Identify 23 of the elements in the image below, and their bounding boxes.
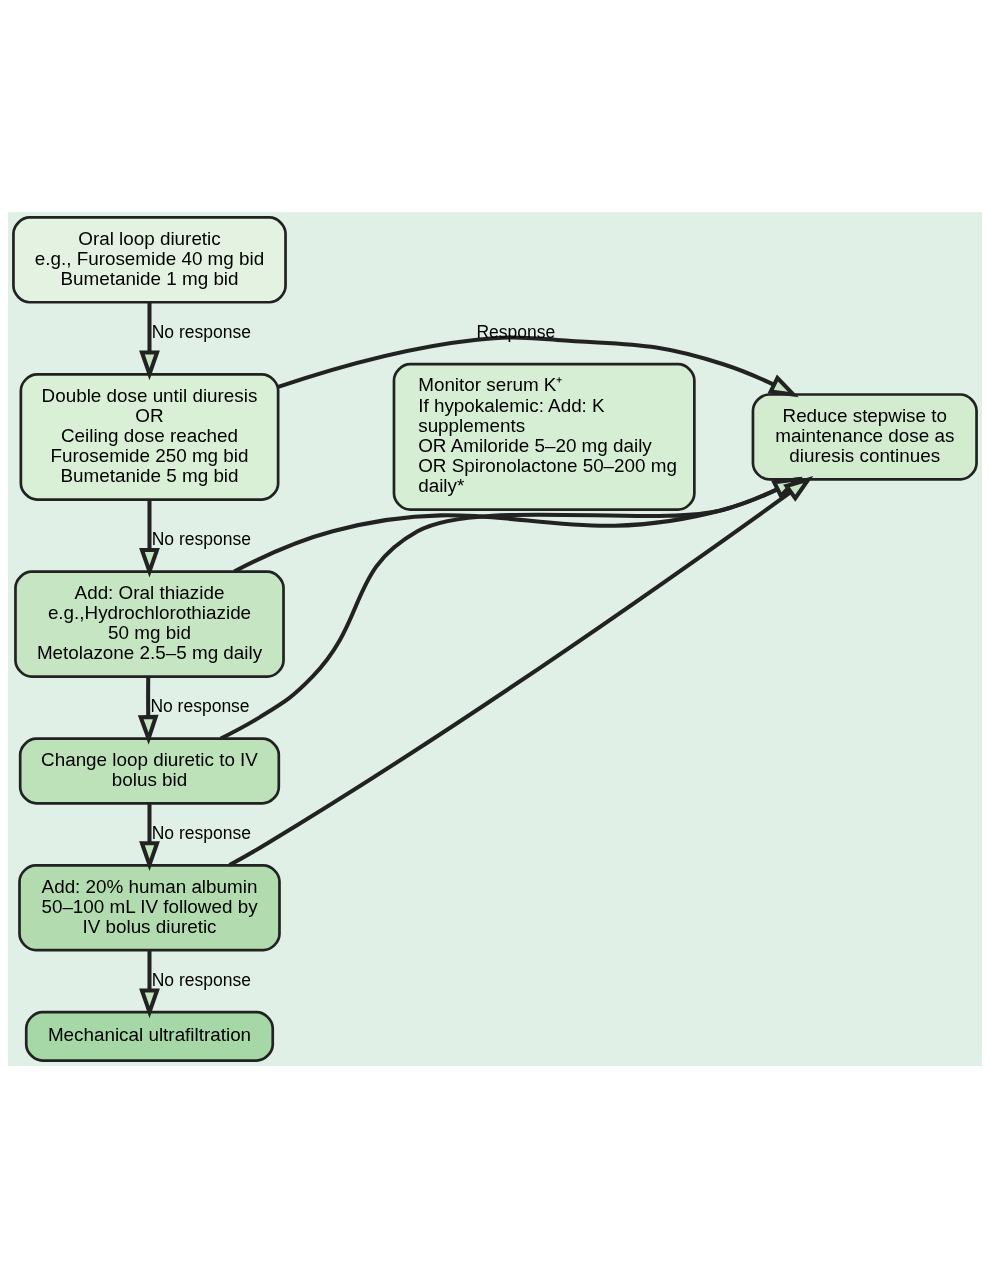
arrow (233, 476, 803, 573)
node-box: Monitor serum K⁺ If hypokalemic: Add: K supplements OR Amiloride 5–20 mg daily OR Spironolactone 50–200 mg daily* (392, 362, 696, 511)
arrow (219, 476, 803, 740)
arrow (277, 334, 799, 397)
node-box: Add: Oral thiazide e.g.,Hydrochlorothiazide 50 mg bid Metolazone 2.5–5 mg daily (14, 569, 285, 678)
arrow (139, 949, 160, 1018)
node-box: Oral loop diuretic e.g., Furosemide 40 mg bid Bumetanide 1 mg bid (12, 215, 287, 304)
edge-label: No response (151, 528, 251, 549)
node-box: Reduce stepwise to maintenance dose as diuresis continues (751, 392, 978, 481)
arrow (139, 499, 160, 578)
edge-label: No response (151, 321, 251, 342)
node-box: Mechanical ultrafiltration (24, 1010, 275, 1062)
arrow (137, 676, 159, 745)
arrow (139, 302, 160, 380)
node-box: Double dose until diuresis OR Ceiling dose reached Furosemide 250 mg bid Bumetanide 5 mg bid (19, 372, 280, 501)
edge-label: No response (151, 969, 251, 990)
arrow (228, 475, 814, 867)
edge-label: No response (151, 822, 251, 843)
edge-label: Response (476, 321, 556, 342)
arrow (139, 802, 160, 871)
edge-label: No response (150, 695, 250, 716)
node-box: Add: 20% human albumin 50–100 mL IV followed by IV bolus diuretic (18, 863, 281, 951)
node-box: Change loop diuretic to IV bolus bid (18, 736, 281, 805)
